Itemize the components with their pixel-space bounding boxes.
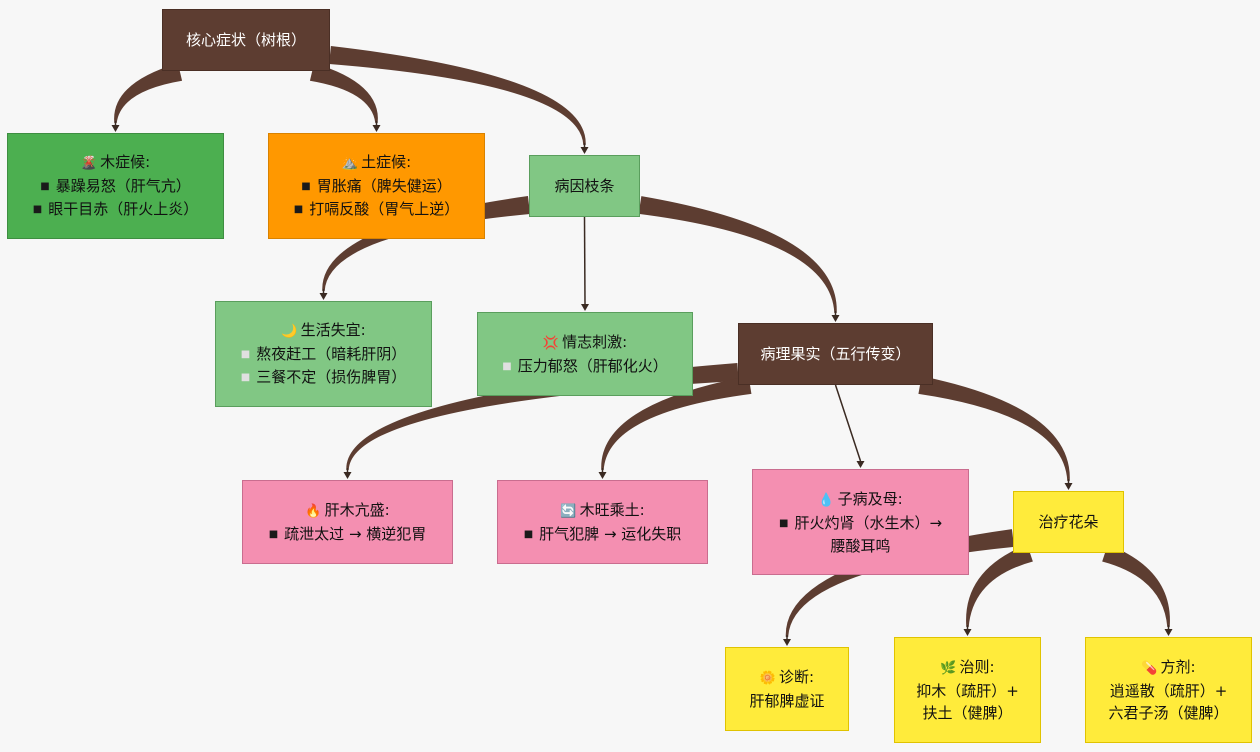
arrowhead-icon	[580, 147, 589, 154]
emotion-title: 情志刺激:	[562, 332, 628, 351]
child-affects-mother-item-1-cont: 腰酸耳鸣	[830, 536, 891, 555]
emotion-node: 💢情志刺激: ■ 压力郁怒（肝郁化火）	[477, 312, 693, 396]
lifestyle-item-2: 三餐不定（损伤脾胃）	[256, 368, 407, 386]
formula-node: 💊方剂: 逍遥散（疏肝）+ 六君子汤（健脾）	[1085, 637, 1252, 743]
bullet-icon: ■	[778, 517, 789, 529]
moon-icon: 🌙	[281, 324, 298, 339]
earth-item-2: 打嗝反酸（胃气上逆）	[309, 200, 460, 218]
earth-syndrome-node: ⛰️土症候: ■ 胃胀痛（脾失健运） ■ 打嗝反酸（胃气上逆）	[268, 133, 485, 239]
wood-overacts-earth-title: 木旺乘土:	[579, 500, 645, 519]
formula-line-2: 六君子汤（健脾）	[1108, 704, 1229, 722]
arrowhead-icon	[581, 304, 589, 311]
bullet-icon: ■	[240, 372, 251, 383]
connector-patho-wood_earth	[598, 376, 752, 479]
diagnosis-title: 诊断:	[779, 668, 815, 686]
wood-overacts-earth-node: 🔄木旺乘土: ■ 肝气犯脾 → 运化失职	[497, 480, 708, 564]
child-affects-mother-node: 💧子病及母: ■ 肝火灼肾（水生木）→ 腰酸耳鸣	[752, 469, 969, 575]
arrowhead-icon	[1064, 483, 1073, 490]
lifestyle-node: 🌙生活失宜: ■ 熬夜赶工（暗耗肝阴） ■ 三餐不定（损伤脾胃）	[215, 301, 432, 407]
earth-item-1: 胃胀痛（脾失健运）	[316, 177, 452, 195]
lifestyle-title: 生活失宜:	[300, 321, 366, 339]
wood-syndrome-node: 🌋木症候: ■ 暴躁易怒（肝气亢） ■ 眼干目赤（肝火上炎）	[7, 133, 224, 239]
child-affects-mother-title: 子病及母:	[837, 489, 903, 508]
liver-excess-title: 肝木亢盛:	[324, 500, 390, 519]
fire-icon: 🔥	[305, 503, 322, 519]
treatment-flower-node: 治疗花朵	[1013, 491, 1124, 553]
connector-core-earth	[309, 63, 381, 132]
formula-title: 方剂:	[1160, 658, 1196, 676]
wood-overacts-earth-item-1: 肝气犯脾 → 运化失职	[539, 524, 682, 543]
connector-treat-diagnosis	[783, 529, 1015, 646]
arrowhead-icon	[319, 293, 328, 300]
arrowhead-icon	[856, 461, 865, 468]
diagnosis-value: 肝郁脾虚证	[749, 692, 825, 710]
pill-icon: 💊	[1141, 661, 1158, 676]
bullet-icon: ■	[523, 528, 534, 540]
wood-item-1: 暴躁易怒（肝气亢）	[55, 177, 191, 195]
mountain-icon: ⛰️	[341, 156, 359, 171]
arrowhead-icon	[372, 125, 381, 132]
connector-treat-formula	[1102, 544, 1173, 636]
principle-title: 治则:	[959, 658, 995, 676]
principle-line-2: 扶土（健脾）	[922, 704, 1013, 722]
principle-line-1: 抑木（疏肝）+	[916, 682, 1019, 700]
arrowhead-icon	[343, 472, 352, 479]
liver-excess-item-1: 疏泄太过 → 横逆犯胃	[284, 524, 427, 543]
connector-core-wood	[111, 63, 183, 132]
core-symptoms-node: 核心症状（树根）	[162, 9, 330, 71]
arrowhead-icon	[598, 472, 607, 479]
bullet-icon: ■	[40, 181, 50, 192]
herb-icon: 🌿	[940, 661, 957, 676]
connector-cause-patho	[638, 196, 840, 322]
arrowhead-icon	[831, 315, 840, 322]
connector-treat-principle	[963, 544, 1033, 636]
connector-patho-treat	[918, 376, 1073, 490]
arrowhead-icon	[1164, 629, 1173, 636]
bullet-icon: ■	[293, 204, 304, 215]
bullet-icon: ■	[268, 528, 279, 540]
formula-line-1: 逍遥散（疏肝）+	[1109, 682, 1228, 700]
pathology-fruit-node: 病理果实（五行传变）	[738, 323, 933, 385]
cause-branch-label: 病因枝条	[554, 177, 615, 195]
volcano-icon: 🌋	[80, 156, 98, 171]
flower-icon: 🌼	[759, 671, 777, 686]
connector-patho-child_mother	[834, 384, 865, 468]
treatment-flower-label: 治疗花朵	[1038, 513, 1099, 531]
bullet-icon: ■	[301, 181, 311, 192]
treatment-principle-node: 🌿治则: 抑木（疏肝）+ 扶土（健脾）	[894, 637, 1041, 743]
core-symptoms-label: 核心症状（树根）	[185, 31, 306, 49]
liver-excess-node: 🔥肝木亢盛: ■ 疏泄太过 → 横逆犯胃	[242, 480, 453, 564]
connector-cause-emotion	[581, 216, 589, 311]
cause-branch-node: 病因枝条	[529, 155, 640, 217]
wood-item-2: 眼干目赤（肝火上炎）	[48, 200, 199, 218]
child-affects-mother-item-1: 肝火灼肾（水生木）→	[794, 513, 943, 532]
anger-icon: 💢	[542, 335, 560, 351]
earth-syndrome-title: 土症候:	[361, 153, 412, 171]
bullet-icon: ■	[240, 349, 251, 360]
diagnosis-node: 🌼诊断: 肝郁脾虚证	[725, 647, 849, 731]
bullet-icon: ■	[32, 204, 43, 215]
lifestyle-item-1: 熬夜赶工（暗耗肝阴）	[256, 345, 407, 363]
emotion-item-1: 压力郁怒（肝郁化火）	[517, 356, 668, 375]
cycle-arrows-icon: 🔄	[560, 503, 577, 519]
droplet-icon: 💧	[818, 492, 835, 508]
pathology-fruit-label: 病理果实（五行传变）	[760, 345, 911, 363]
arrowhead-icon	[963, 629, 972, 636]
bullet-icon: ■	[502, 360, 512, 372]
wood-syndrome-title: 木症候:	[100, 153, 151, 171]
connector-core-cause	[329, 46, 589, 154]
connector-patho-liver_excess	[343, 363, 739, 479]
arrowhead-icon	[783, 639, 791, 646]
arrowhead-icon	[111, 125, 120, 132]
